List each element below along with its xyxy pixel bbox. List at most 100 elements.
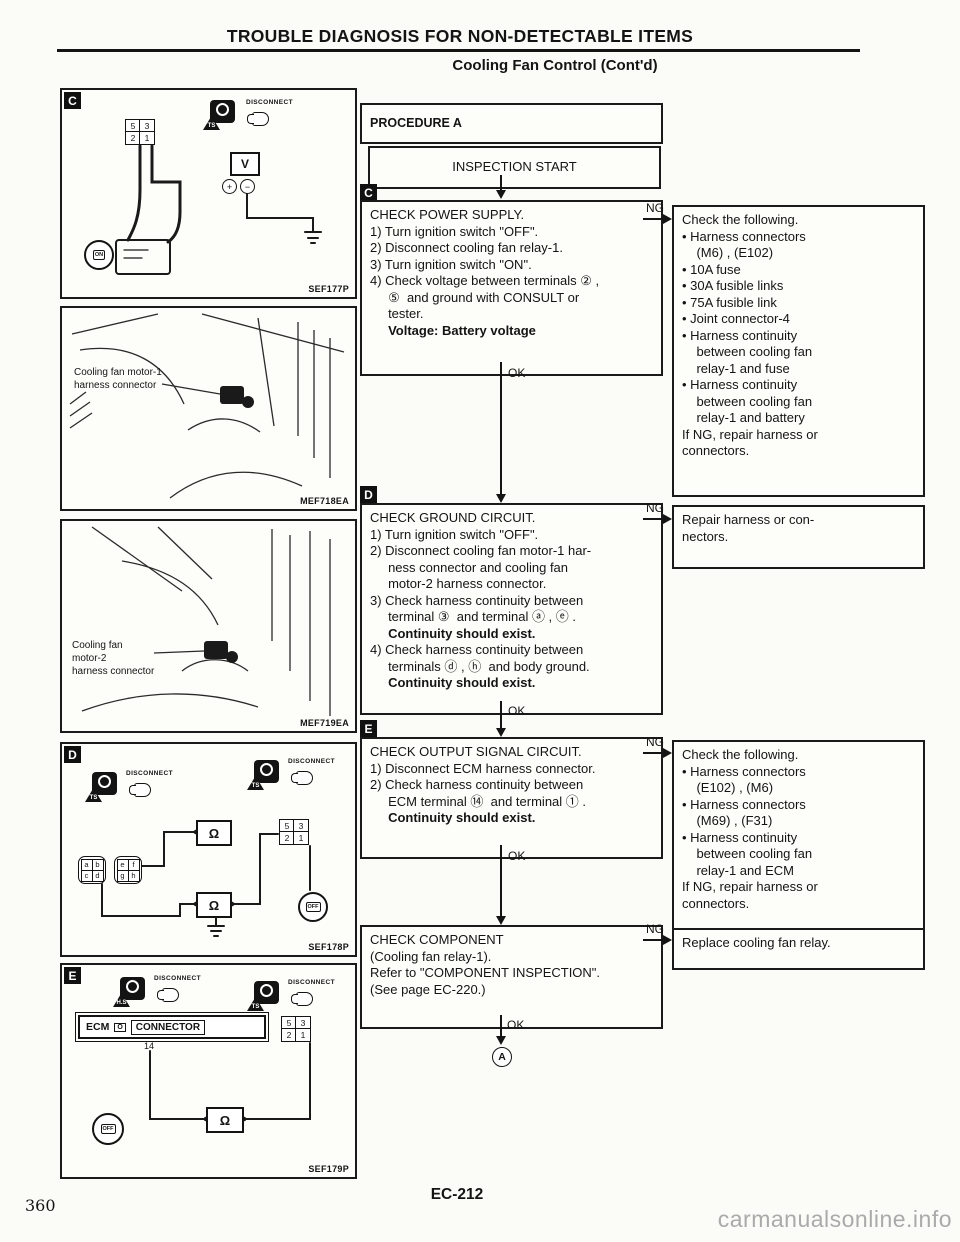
relay-pin-grid: 5 3 2 1 [279,819,309,845]
ignition-off-icon: OFF [92,1113,124,1145]
connector-icon [129,783,151,797]
check-spec: Continuity should exist. [370,810,536,825]
check-ground-circuit-box: CHECK GROUND CIRCUIT. 1) Turn ignition s… [360,503,663,715]
wrench-icon [98,775,111,788]
ng-result-text: Check the following. • Harness connector… [682,212,818,458]
ng-result-ground-circuit: Repair harness or con- nectors. [672,505,925,569]
wiring-art-1 [115,144,322,275]
ng-label: NG [646,201,664,215]
pin-cell: 1 [293,831,309,845]
flow-arrow [496,1036,506,1045]
engine-bay-art-1 [69,313,345,499]
flow-step-letter-e: E [360,720,377,737]
pin-cell: 2 [279,831,295,845]
figure-label-d: D [64,746,81,763]
flow-line [500,701,502,731]
procedure-a-box: PROCEDURE A [360,103,663,144]
figure-ref: SEF177P [308,284,349,294]
ng-arrow [663,514,672,524]
callout-motor1-connector: Cooling fan motor-1 harness connector [74,367,162,391]
ok-label: OK [508,849,526,863]
ok-label: OK [508,366,526,380]
wrench-icon [260,984,273,997]
check-component-box: CHECK COMPONENT (Cooling fan relay-1). R… [360,925,663,1029]
motor1-terminal-grid: a b c d [78,856,106,884]
ecm-label: ECM [86,1021,110,1033]
ng-arrow [663,748,672,758]
ng-label: NG [646,922,664,936]
terminal-cell: d [91,869,104,882]
ng-result-text: Repair harness or con- nectors. [682,512,815,544]
disconnect-icon: H.S [113,977,145,1007]
ignition-on-icon: ON [84,240,114,270]
disconnect-label: DISCONNECT [246,99,293,106]
ng-connector-line [643,752,664,754]
check-body: 4) Check harness continuity between term… [370,642,590,674]
disconnect-icon: TS [247,981,279,1011]
check-output-signal-box: CHECK OUTPUT SIGNAL CIRCUIT. 1) Disconne… [360,737,663,859]
connector-icon [157,988,179,1002]
flow-arrow [496,494,506,503]
continue-marker-a: A [492,1047,512,1067]
page-number: 360 [25,1196,56,1215]
ng-result-component: Replace cooling fan relay. [672,928,925,970]
check-title: CHECK OUTPUT SIGNAL CIRCUIT. [370,744,582,759]
flow-arrow [496,916,506,925]
flow-step-letter-d: D [360,486,377,503]
pin-cell: 1 [139,131,155,145]
figure-ground-circuit-check: D TS DISCONNECT TS DISCONNECT Ω Ω a b c … [60,742,357,957]
wrench-icon [216,103,229,116]
ecm-connector-bar: ECM O CONNECTOR [75,1012,269,1042]
check-spec: Continuity should exist. [370,625,536,641]
figure-ref: SEF179P [308,1164,349,1174]
flow-line [500,1015,502,1038]
motor2-terminal-grid: e f g h [114,856,142,884]
ignition-on-text: ON [92,250,106,260]
connector-icon [247,112,269,126]
disconnect-label: DISCONNECT [154,975,201,982]
inspection-start-label: INSPECTION START [452,159,577,175]
relay-pin-grid: 5 3 2 1 [281,1016,311,1042]
check-spec: Voltage: Battery voltage [370,322,536,338]
disconnect-icon: TS [203,100,235,130]
pin-cell: 1 [295,1028,311,1042]
ng-label: NG [646,735,664,749]
ng-connector-line [643,518,664,520]
figure-motor2-location: Cooling fan motor-2 harness connector ME… [60,519,357,733]
ok-label: OK [508,704,526,718]
connector-label: CONNECTOR [130,1019,206,1035]
figure-label-e: E [64,967,81,984]
ng-connector-line [643,218,664,220]
ohmmeter-icon: Ω [206,1107,244,1133]
ecm-port-mark: O [114,1022,126,1032]
figure-ref: MEF719EA [300,718,349,728]
terminal-cell: h [127,869,140,882]
flow-arrow [496,728,506,737]
ng-connector-line [643,939,664,941]
pin-cell: 3 [139,119,155,133]
figure-motor1-location: Cooling fan motor-1 harness connector ME… [60,306,357,511]
ohmmeter-icon: Ω [196,892,232,918]
disconnect-label: DISCONNECT [126,770,173,777]
disconnect-label: DISCONNECT [288,758,335,765]
flow-line [500,845,502,918]
flow-line [500,175,502,192]
ignition-off-text: OFF [100,1124,116,1134]
disconnect-icon: TS [85,772,117,802]
ng-arrow [663,935,672,945]
voltmeter-icon: V [230,152,260,176]
title-underline [57,49,860,52]
check-body: 1) Disconnect ECM harness connector. 2) … [370,760,596,809]
check-power-supply-box: CHECK POWER SUPPLY. 1) Turn ignition swi… [360,200,663,376]
figure-output-signal-check: E H.S DISCONNECT TS DISCONNECT ECM O CON… [60,963,357,1179]
relay-pin-grid: 5 3 2 1 [125,119,155,145]
figure-label-c: C [64,92,81,109]
wrench-icon [126,980,139,993]
disconnect-icon: TS [247,760,279,790]
check-body: 1) Turn ignition switch "OFF". 2) Discon… [370,526,592,625]
flow-step-letter-c: C [360,184,377,201]
ng-result-text: Check the following. • Harness connector… [682,747,818,911]
check-spec: Continuity should exist. [370,675,536,690]
check-title: CHECK POWER SUPPLY. [370,207,525,222]
ng-result-text: Replace cooling fan relay. [682,935,831,950]
